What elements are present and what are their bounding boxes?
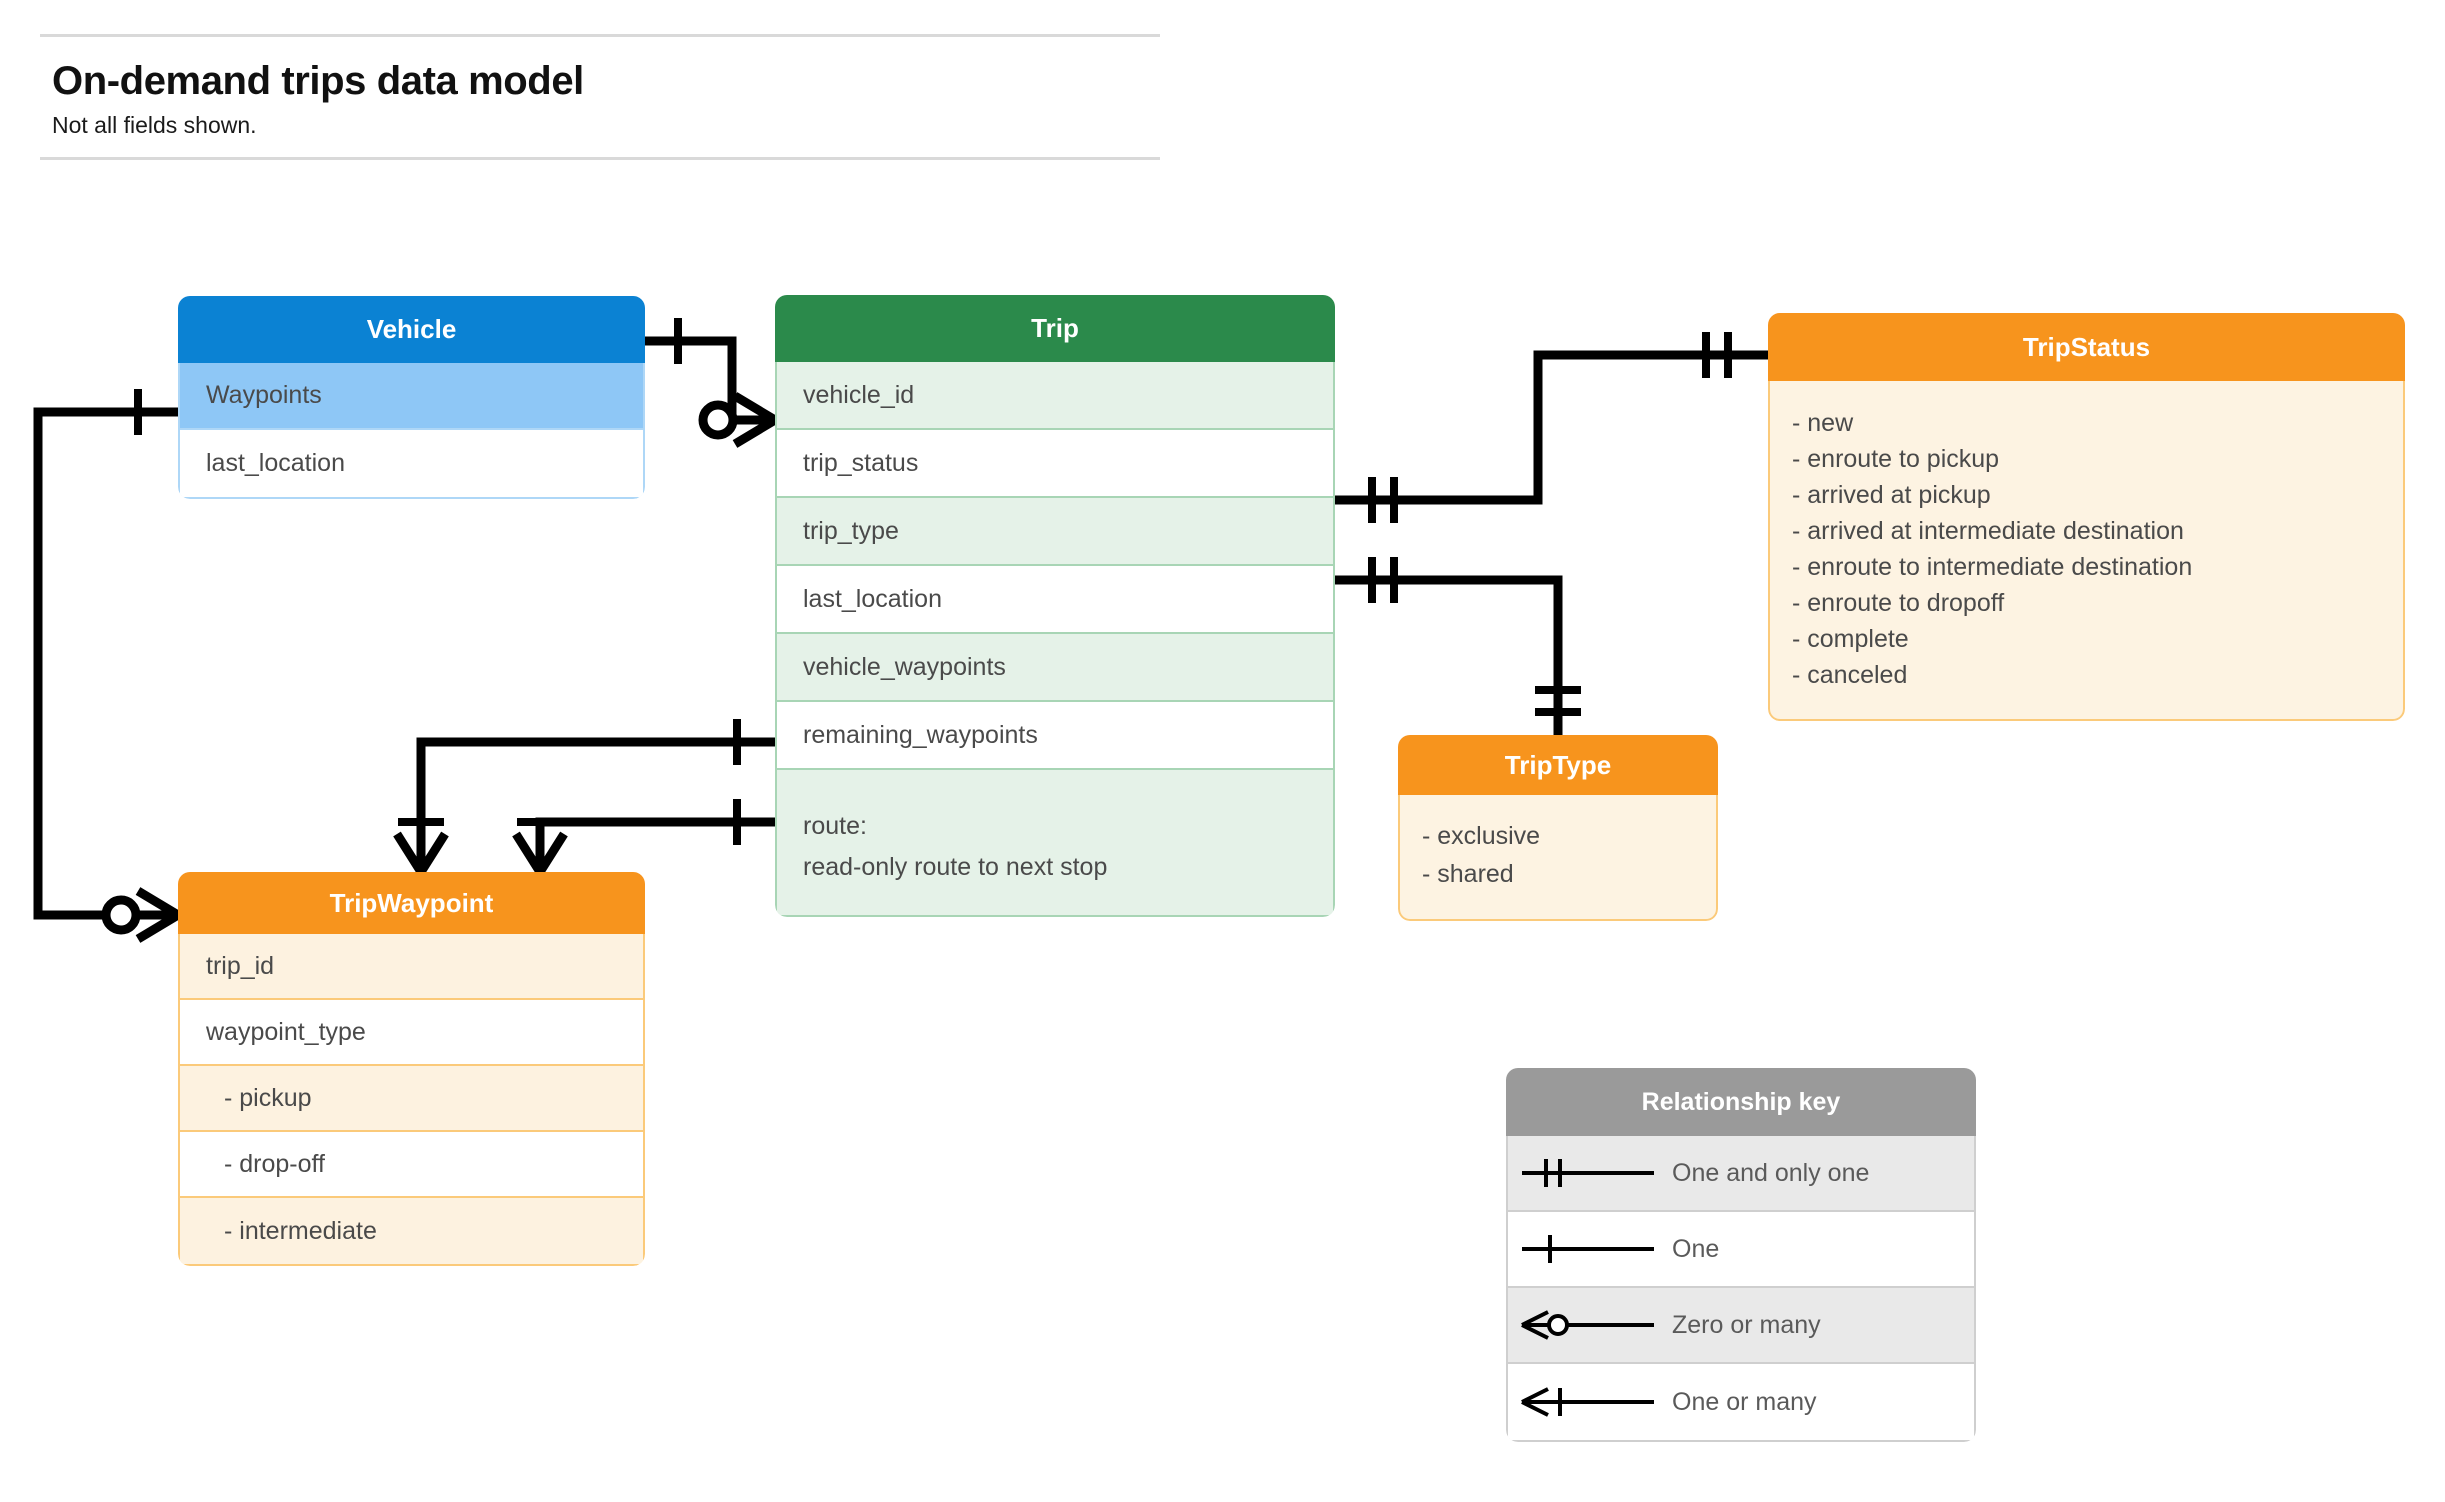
field-row[interactable]: Waypoints [180,363,643,430]
key-row-one: One [1508,1212,1974,1288]
field-row[interactable]: last_location [180,430,643,497]
enum-value: - enroute to pickup [1792,445,2000,473]
entity-tripwaypoint[interactable]: TripWaypoint trip_id waypoint_type - pic… [178,872,645,1266]
field-row[interactable]: last_location [777,566,1333,634]
field-label: - drop-off [224,1149,325,1178]
field-row[interactable]: trip_type [777,498,1333,566]
field-label: route: [803,812,867,840]
relationship-key-title: Relationship key [1506,1068,1976,1136]
field-row[interactable]: waypoint_type [180,1000,643,1066]
entity-tripwaypoint-fields: trip_id waypoint_type - pickup - drop-of… [178,934,645,1266]
field-row-route[interactable]: route: read-only route to next stop [777,770,1333,915]
zero-or-many-icon [1518,1305,1658,1345]
page-title: On-demand trips data model [52,59,584,103]
field-row[interactable]: - pickup [180,1066,643,1132]
enum-value: - enroute to intermediate destination [1792,553,2193,581]
field-row[interactable]: remaining_waypoints [777,702,1333,770]
entity-tripstatus[interactable]: TripStatus - new - enroute to pickup - a… [1768,313,2405,721]
field-label: vehicle_id [803,380,915,409]
field-row[interactable]: trip_id [180,934,643,1000]
entity-vehicle-fields: Waypoints last_location [178,363,645,499]
crowfoot-tripwaypoint-left [101,887,181,943]
field-row[interactable]: - intermediate [180,1198,643,1264]
header-rule-top [40,34,1160,37]
entity-vehicle-title: Vehicle [178,296,645,363]
crowfoot-tripwaypoint-top-b [512,831,568,875]
header-rule-bottom [40,156,1160,160]
enum-value: - complete [1792,625,1909,653]
page-subtitle: Not all fields shown. [52,111,257,138]
wire-trip-type-to-triptype [1335,575,1563,735]
entity-tripstatus-title: TripStatus [1768,313,2405,381]
wire-vehicle-waypoints-to-tripwaypoint [33,407,178,920]
key-row-one-and-only-one: One and only one [1508,1136,1974,1212]
enum-value: - enroute to dropoff [1792,589,2005,617]
enum-value: - canceled [1792,661,1908,689]
enum-value: - new [1792,409,1854,437]
entity-triptype[interactable]: TripType - exclusive - shared [1398,735,1718,921]
wire-vehicle-to-trip [645,336,775,425]
field-label: trip_type [803,516,899,545]
field-label: - pickup [224,1083,312,1112]
field-row[interactable]: - drop-off [180,1132,643,1198]
key-row-one-or-many: One or many [1508,1364,1974,1440]
entity-vehicle[interactable]: Vehicle Waypoints last_location [178,296,645,499]
entity-trip[interactable]: Trip vehicle_id trip_status trip_type la… [775,295,1335,917]
field-label: trip_id [206,951,275,980]
wire-remaining-waypoints-row [535,817,775,872]
diagram-header: On-demand trips data model Not all field… [40,34,1160,160]
key-row-zero-or-many: Zero or many [1508,1288,1974,1364]
entity-triptype-values: - exclusive - shared [1398,795,1718,921]
field-label-detail: read-only route to next stop [803,852,1108,881]
enum-value: - shared [1422,860,1514,888]
field-label: Waypoints [206,381,322,409]
field-label: vehicle_waypoints [803,652,1006,681]
relationship-key-rows: One and only one One [1506,1136,1976,1442]
enum-value: - exclusive [1422,822,1541,850]
key-label: One [1672,1234,1720,1263]
field-label: last_location [803,584,942,613]
entity-tripstatus-values: - new - enroute to pickup - arrived at p… [1768,381,2405,721]
entity-trip-title: Trip [775,295,1335,362]
field-row[interactable]: trip_status [777,430,1333,498]
entity-tripwaypoint-title: TripWaypoint [178,872,645,934]
one-and-only-one-icon [1518,1153,1658,1193]
crowfoot-trip-vehicle-id [698,392,778,448]
one-icon [1518,1229,1658,1269]
field-row[interactable]: vehicle_waypoints [777,634,1333,702]
crowfoot-tripwaypoint-top-a [393,831,449,875]
wire-trip-status-to-tripstatus [1335,350,1768,505]
wire-vehicle-waypoints-row [416,737,775,872]
relationship-key[interactable]: Relationship key One and only one [1506,1068,1976,1442]
field-row[interactable]: vehicle_id [777,362,1333,430]
entity-triptype-title: TripType [1398,735,1718,795]
enum-value: - arrived at intermediate destination [1792,517,2184,545]
key-label: Zero or many [1672,1310,1821,1339]
field-label: - intermediate [224,1216,377,1245]
key-label: One or many [1672,1387,1817,1416]
field-label: last_location [206,449,345,477]
one-or-many-icon [1518,1382,1658,1422]
field-label: waypoint_type [206,1017,366,1046]
enum-value: - arrived at pickup [1792,481,1991,509]
field-label: trip_status [803,448,919,477]
entity-trip-fields: vehicle_id trip_status trip_type last_lo… [775,362,1335,917]
field-label: remaining_waypoints [803,720,1038,749]
key-label: One and only one [1672,1158,1870,1187]
